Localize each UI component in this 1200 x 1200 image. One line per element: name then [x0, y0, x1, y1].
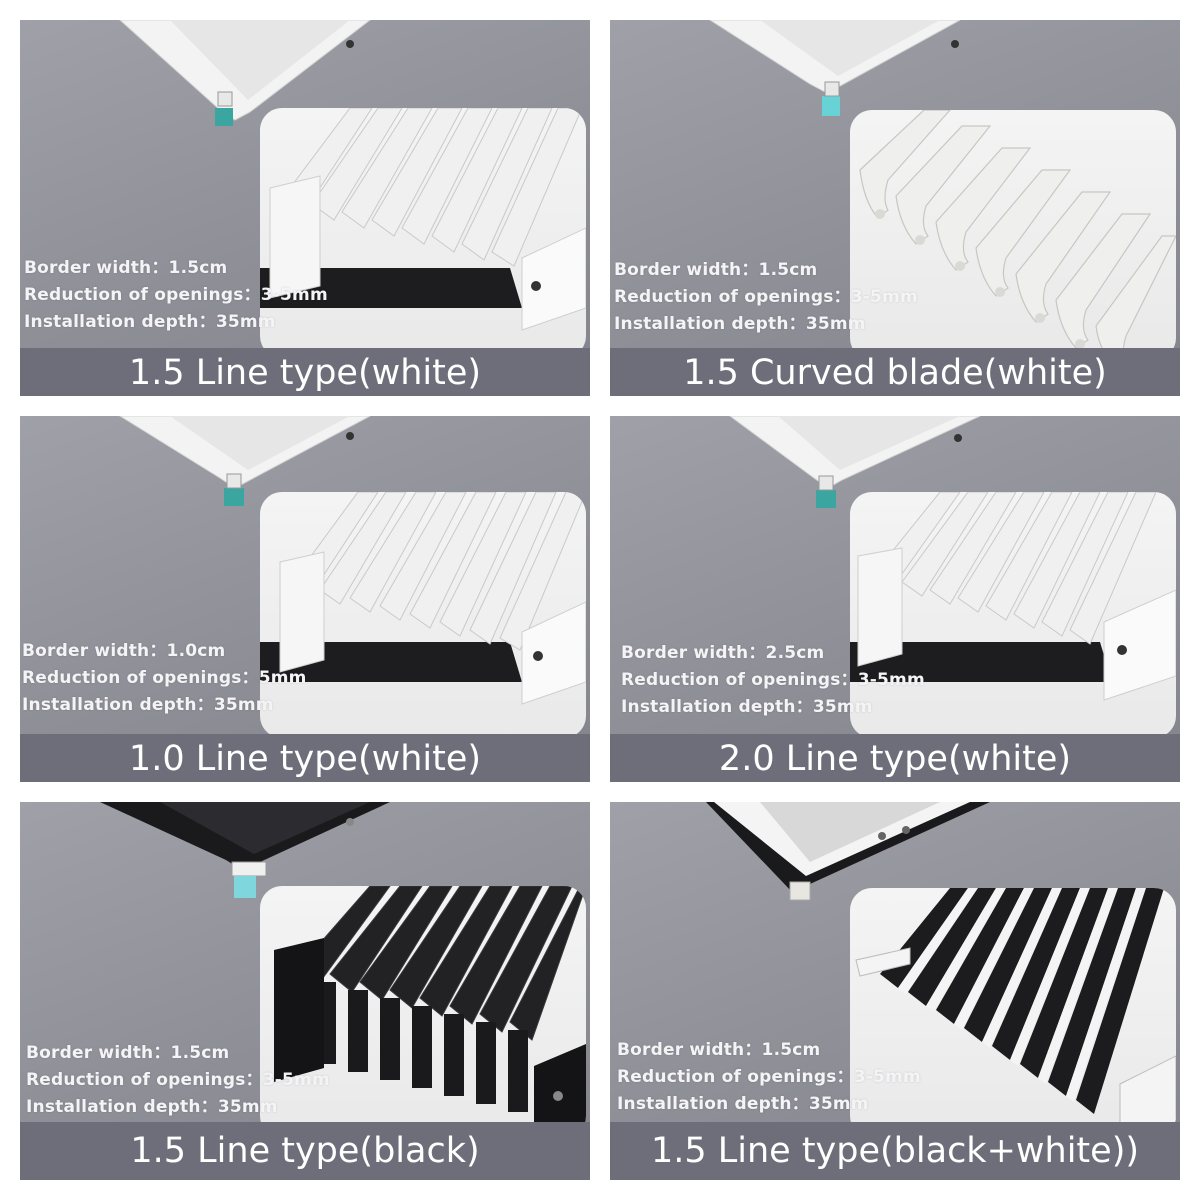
spec-list: Border width：1.5cm Reduction of openings…	[24, 255, 328, 336]
panel-title: 2.0 Line type(white)	[610, 734, 1180, 782]
spec-list: Border width：1.0cm Reduction of openings…	[22, 638, 307, 719]
spec-list: Border width：1.5cm Reduction of openings…	[617, 1037, 921, 1118]
blade-closeup-drawing	[260, 492, 586, 705]
blade-closeup-drawing	[850, 492, 1176, 701]
spec-installation-depth: Installation depth：35mm	[621, 697, 873, 717]
panel-title: 1.5 Line type(black)	[20, 1122, 590, 1180]
grille-corner-photo	[729, 416, 981, 508]
blade-closeup-drawing	[260, 108, 586, 331]
grille-corner-photo	[100, 802, 390, 898]
spec-border-width: Border width：1.5cm	[24, 258, 228, 278]
spec-reduction-of-openings: Reduction of openings：3-5mm	[24, 285, 328, 305]
spec-border-width: Border width：1.5cm	[617, 1040, 821, 1060]
blade-closeup	[850, 110, 1176, 360]
panel-title: 1.0 Line type(white)	[20, 734, 590, 782]
product-panel-1-5-line-black: Border width：1.5cm Reduction of openings…	[20, 802, 590, 1180]
panel-title: 1.5 Line type(black+white))	[610, 1122, 1180, 1180]
spec-reduction-of-openings: Reduction of openings：3-5mm	[617, 1067, 921, 1087]
product-panel-1-5-curved-blade-white: Border width：1.5cm Reduction of openings…	[610, 20, 1180, 396]
spec-reduction-of-openings: Reduction of openings：3-5mm	[614, 287, 918, 307]
spec-reduction-of-openings: Reduction of openings：5mm	[22, 668, 307, 688]
product-panel-2-0-line-white: Border width：2.5cm Reduction of openings…	[610, 416, 1180, 782]
blade-closeup	[260, 492, 586, 738]
spec-border-width: Border width：1.5cm	[26, 1043, 230, 1063]
blade-closeup-drawing	[274, 886, 586, 1138]
spec-installation-depth: Installation depth：35mm	[26, 1097, 278, 1117]
blade-closeup-drawing	[859, 110, 1176, 360]
spec-installation-depth: Installation depth：35mm	[24, 312, 276, 332]
spec-installation-depth: Installation depth：35mm	[617, 1094, 869, 1114]
spec-border-width: Border width：1.5cm	[614, 260, 818, 280]
spec-installation-depth: Installation depth：35mm	[614, 314, 866, 334]
blade-closeup	[850, 888, 1176, 1138]
blade-closeup-drawing	[855, 888, 1176, 1138]
spec-installation-depth: Installation depth：35mm	[22, 695, 274, 715]
spec-border-width: Border width：2.5cm	[621, 643, 825, 663]
blade-closeup	[260, 886, 586, 1138]
spec-reduction-of-openings: Reduction of openings：3-5mm	[621, 670, 925, 690]
grille-corner-photo	[119, 20, 371, 126]
spec-list: Border width：1.5cm Reduction of openings…	[26, 1040, 330, 1121]
panel-title: 1.5 Curved blade(white)	[610, 348, 1180, 396]
grille-corner-photo	[119, 416, 371, 506]
spec-list: Border width：2.5cm Reduction of openings…	[621, 640, 925, 721]
product-panel-1-5-line-white: Border width：1.5cm Reduction of openings…	[20, 20, 590, 396]
blade-closeup	[850, 492, 1176, 738]
grille-corner-photo	[709, 20, 961, 116]
panel-title: 1.5 Line type(white)	[20, 348, 590, 396]
spec-list: Border width：1.5cm Reduction of openings…	[614, 257, 918, 338]
blade-closeup	[260, 108, 586, 358]
spec-reduction-of-openings: Reduction of openings：3-5mm	[26, 1070, 330, 1090]
product-panel-1-0-line-white: Border width：1.0cm Reduction of openings…	[20, 416, 590, 782]
product-panel-1-5-line-black-white: Border width：1.5cm Reduction of openings…	[610, 802, 1180, 1180]
spec-border-width: Border width：1.0cm	[22, 641, 226, 661]
grille-corner-photo	[706, 802, 990, 901]
